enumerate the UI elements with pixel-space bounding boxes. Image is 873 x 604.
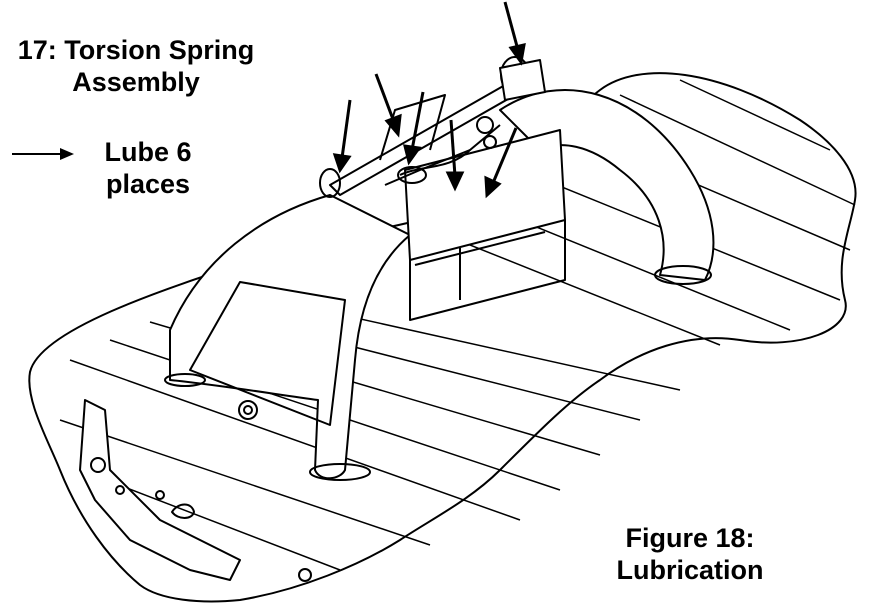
side-bracket — [79, 399, 241, 581]
figure-18-caption: Figure 18: Lubrication — [590, 522, 790, 586]
center-box — [404, 129, 566, 261]
figure-17-caption: 17: Torsion Spring Assembly — [0, 34, 286, 98]
figure-18-line2: Lubrication — [616, 555, 764, 585]
figure-17-line2: Assembly — [72, 67, 200, 97]
lube-legend-line2: places — [105, 169, 191, 199]
figure-17-line1: 17: Torsion Spring — [17, 35, 255, 65]
lube-legend: Lube 6 places — [88, 136, 208, 200]
left-arch — [169, 194, 411, 480]
lube-legend-line1: Lube 6 — [104, 137, 192, 167]
figure-18-line1: Figure 18: — [625, 523, 755, 553]
